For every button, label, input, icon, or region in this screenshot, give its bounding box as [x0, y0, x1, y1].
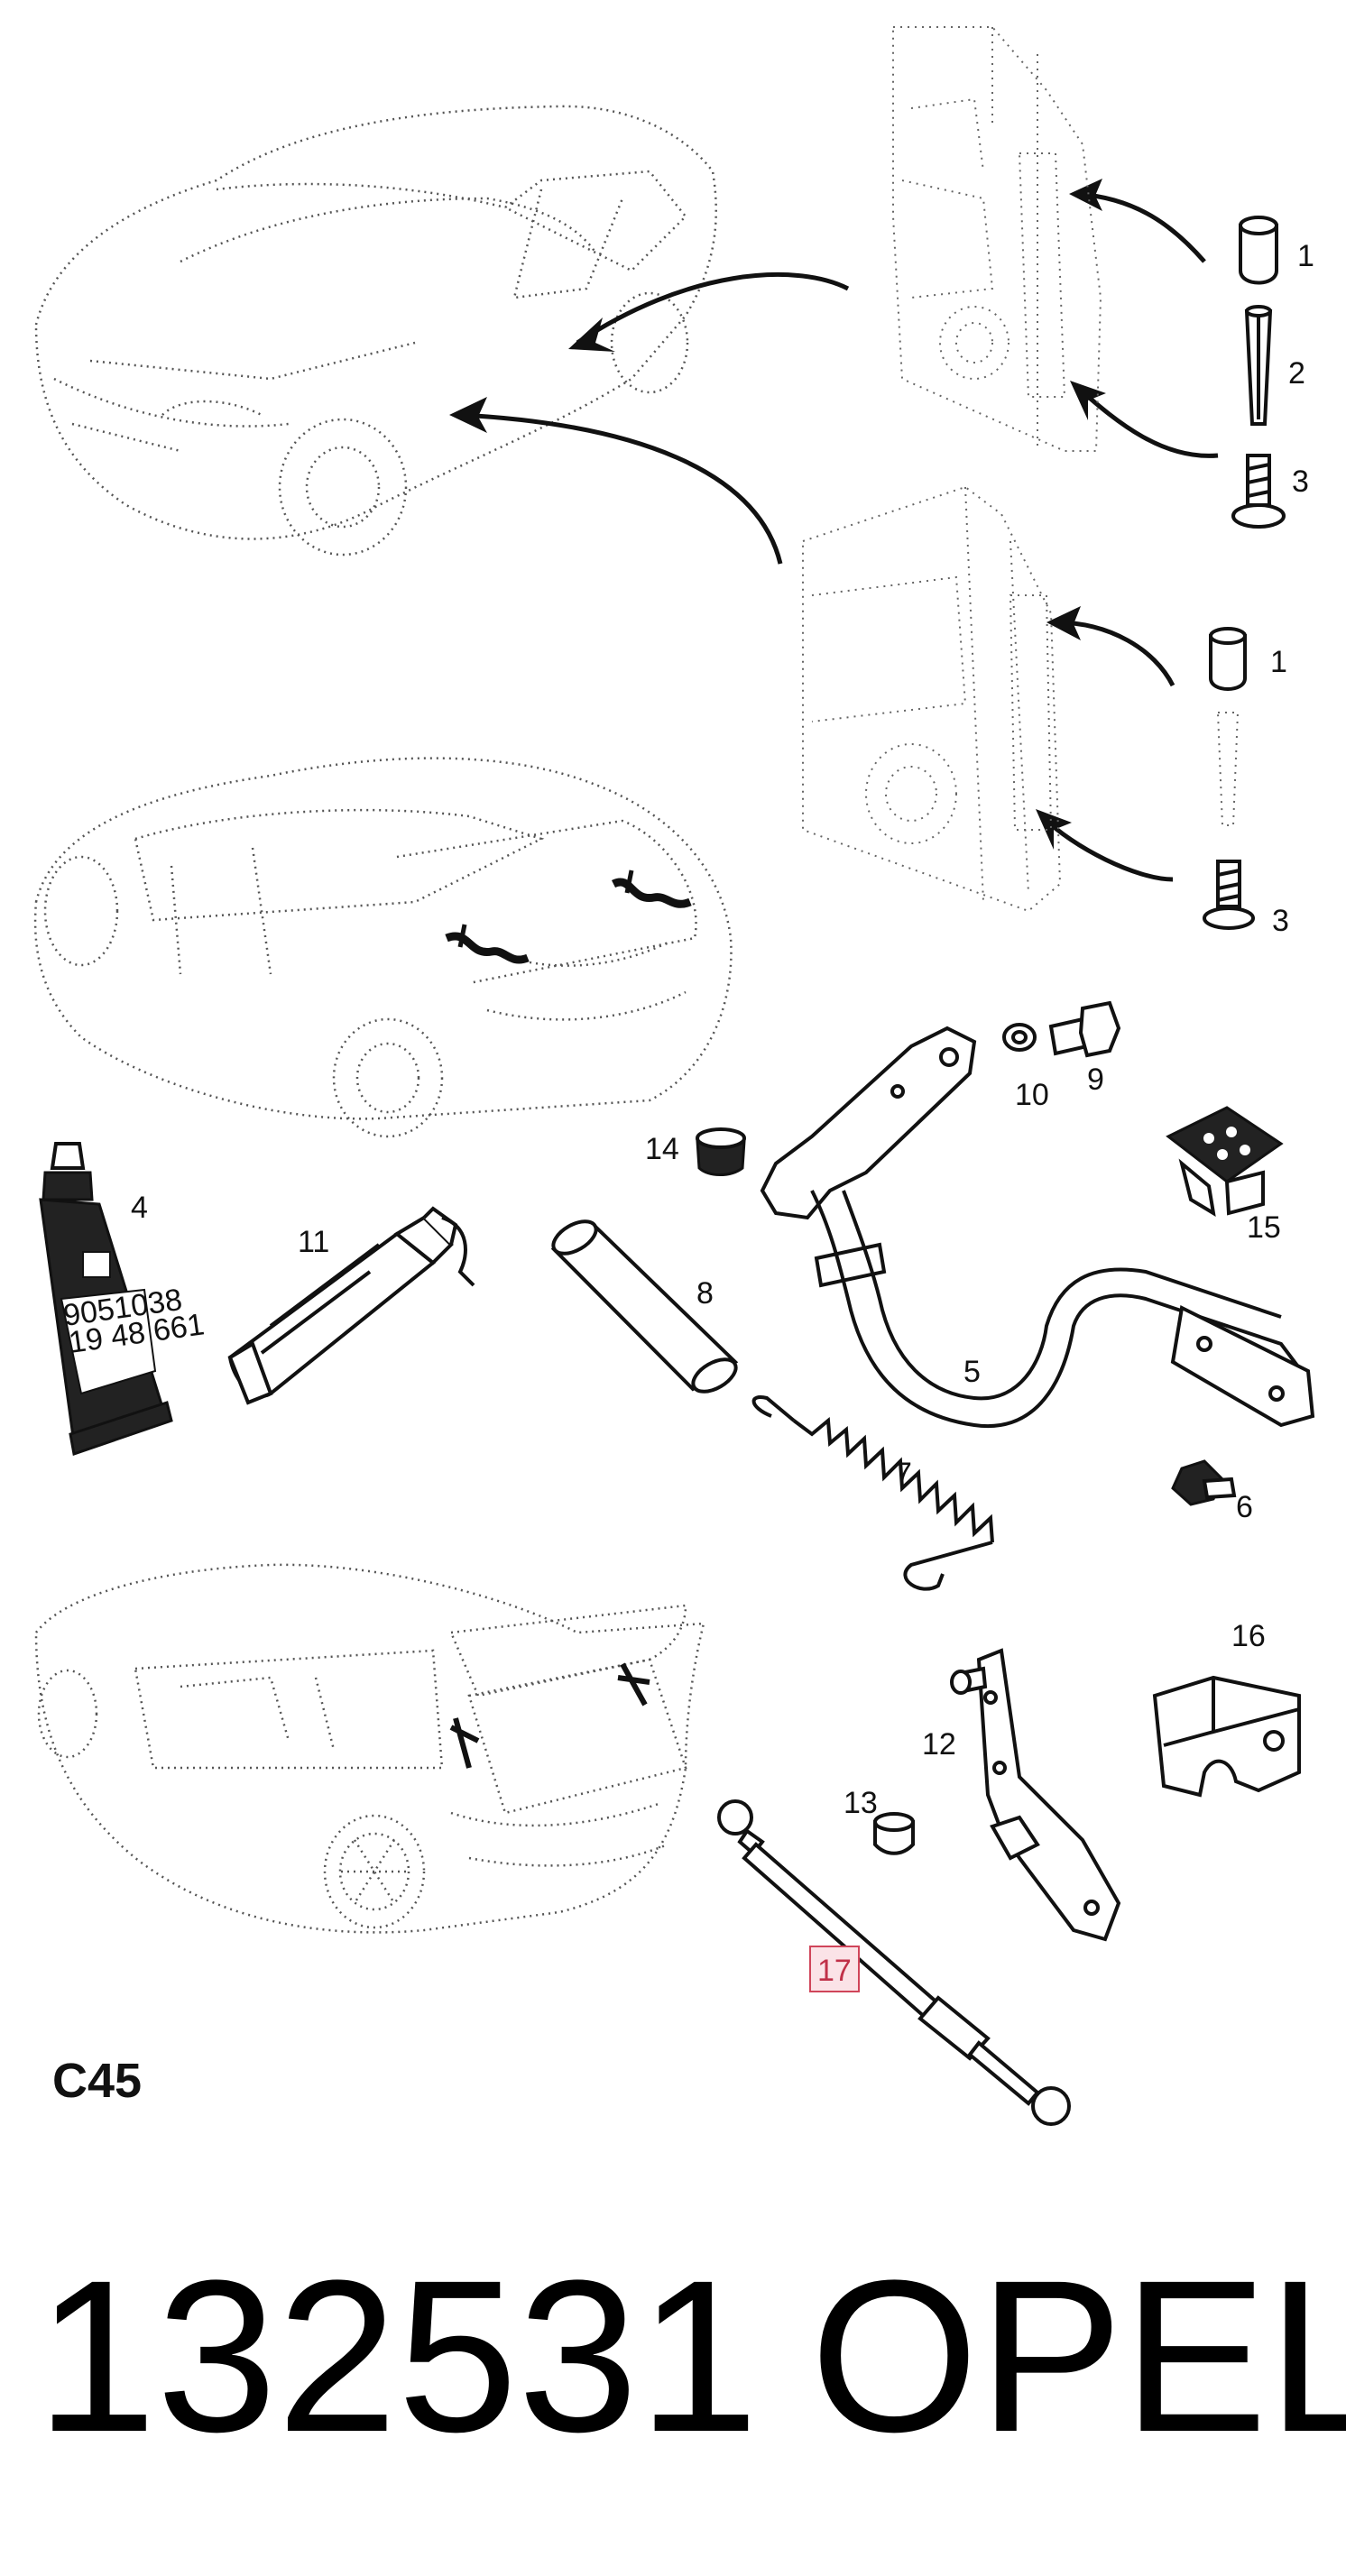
callout-17-highlight-box[interactable]: [809, 1946, 860, 1992]
diagram-code: C45: [52, 2054, 142, 2108]
part-8-sleeve: [550, 1219, 739, 1394]
callout-14: 14: [645, 1132, 679, 1166]
callout-12: 12: [922, 1727, 956, 1762]
callout-1: 1: [1297, 239, 1314, 273]
callout-8: 8: [696, 1276, 714, 1311]
part-3-bumper-screw-upper: [1231, 454, 1286, 529]
callout-1: 1: [1270, 645, 1287, 679]
callout-6: 6: [1236, 1490, 1253, 1524]
callout-13: 13: [844, 1786, 878, 1820]
part-7-spring: [751, 1395, 994, 1591]
part-9-bolt: [1048, 1000, 1121, 1058]
door-panel-upper-illustration: [892, 26, 1102, 452]
callout-10: 10: [1015, 1078, 1049, 1112]
callout-3: 3: [1292, 465, 1309, 499]
callout-7: 7: [895, 1457, 912, 1491]
car-hatchback-rear-illustration: [33, 757, 733, 1138]
part-1-bumper-lower: [1209, 627, 1247, 691]
part-5-hinge-arm: [760, 1026, 1315, 1429]
callout-17[interactable]: 17: [817, 1954, 852, 1988]
callout-9: 9: [1087, 1063, 1104, 1097]
part-14-cap: [696, 1127, 746, 1176]
assembly-arrows: [449, 179, 1219, 882]
callout-16: 16: [1231, 1619, 1266, 1653]
part-number: 132531: [36, 2235, 759, 2477]
callout-2: 2: [1288, 356, 1305, 391]
part-12-bracket: [950, 1648, 1121, 1942]
part-4-sealant-tube: 9051038 19 48 661: [39, 1142, 207, 1456]
door-panel-lower-illustration: [802, 485, 1062, 913]
callout-5: 5: [963, 1355, 981, 1389]
callout-11: 11: [298, 1225, 329, 1259]
part-3-bumper-screw-lower: [1203, 860, 1255, 930]
callout-labels: 1 2 3 1 3 4 5 6 7 8 9 10 11 12 13 14 15 …: [131, 239, 1314, 1992]
callout-15: 15: [1247, 1210, 1281, 1245]
part-10-washer: [1002, 1023, 1037, 1052]
car-hatchback-front-illustration: [34, 105, 717, 557]
part-13-buffer: [873, 1812, 915, 1855]
part-1-bumper-upper: [1239, 216, 1278, 285]
callout-3: 3: [1272, 904, 1289, 938]
part-2-pin: [1244, 305, 1273, 426]
part-6-flange-bolt: [1171, 1459, 1237, 1506]
part-15-clip: [1166, 1106, 1284, 1217]
part-2-pin-lower: [1216, 712, 1240, 826]
part-11-grease-cartridge: [227, 1206, 475, 1405]
car-convertible-rear-illustration: [34, 1563, 705, 1934]
part-16-rubber-block: [1152, 1675, 1301, 1798]
part-17-gas-strut: [717, 1799, 1071, 2126]
callout-4: 4: [131, 1191, 148, 1225]
brand-name: OPEL: [810, 2235, 1346, 2477]
